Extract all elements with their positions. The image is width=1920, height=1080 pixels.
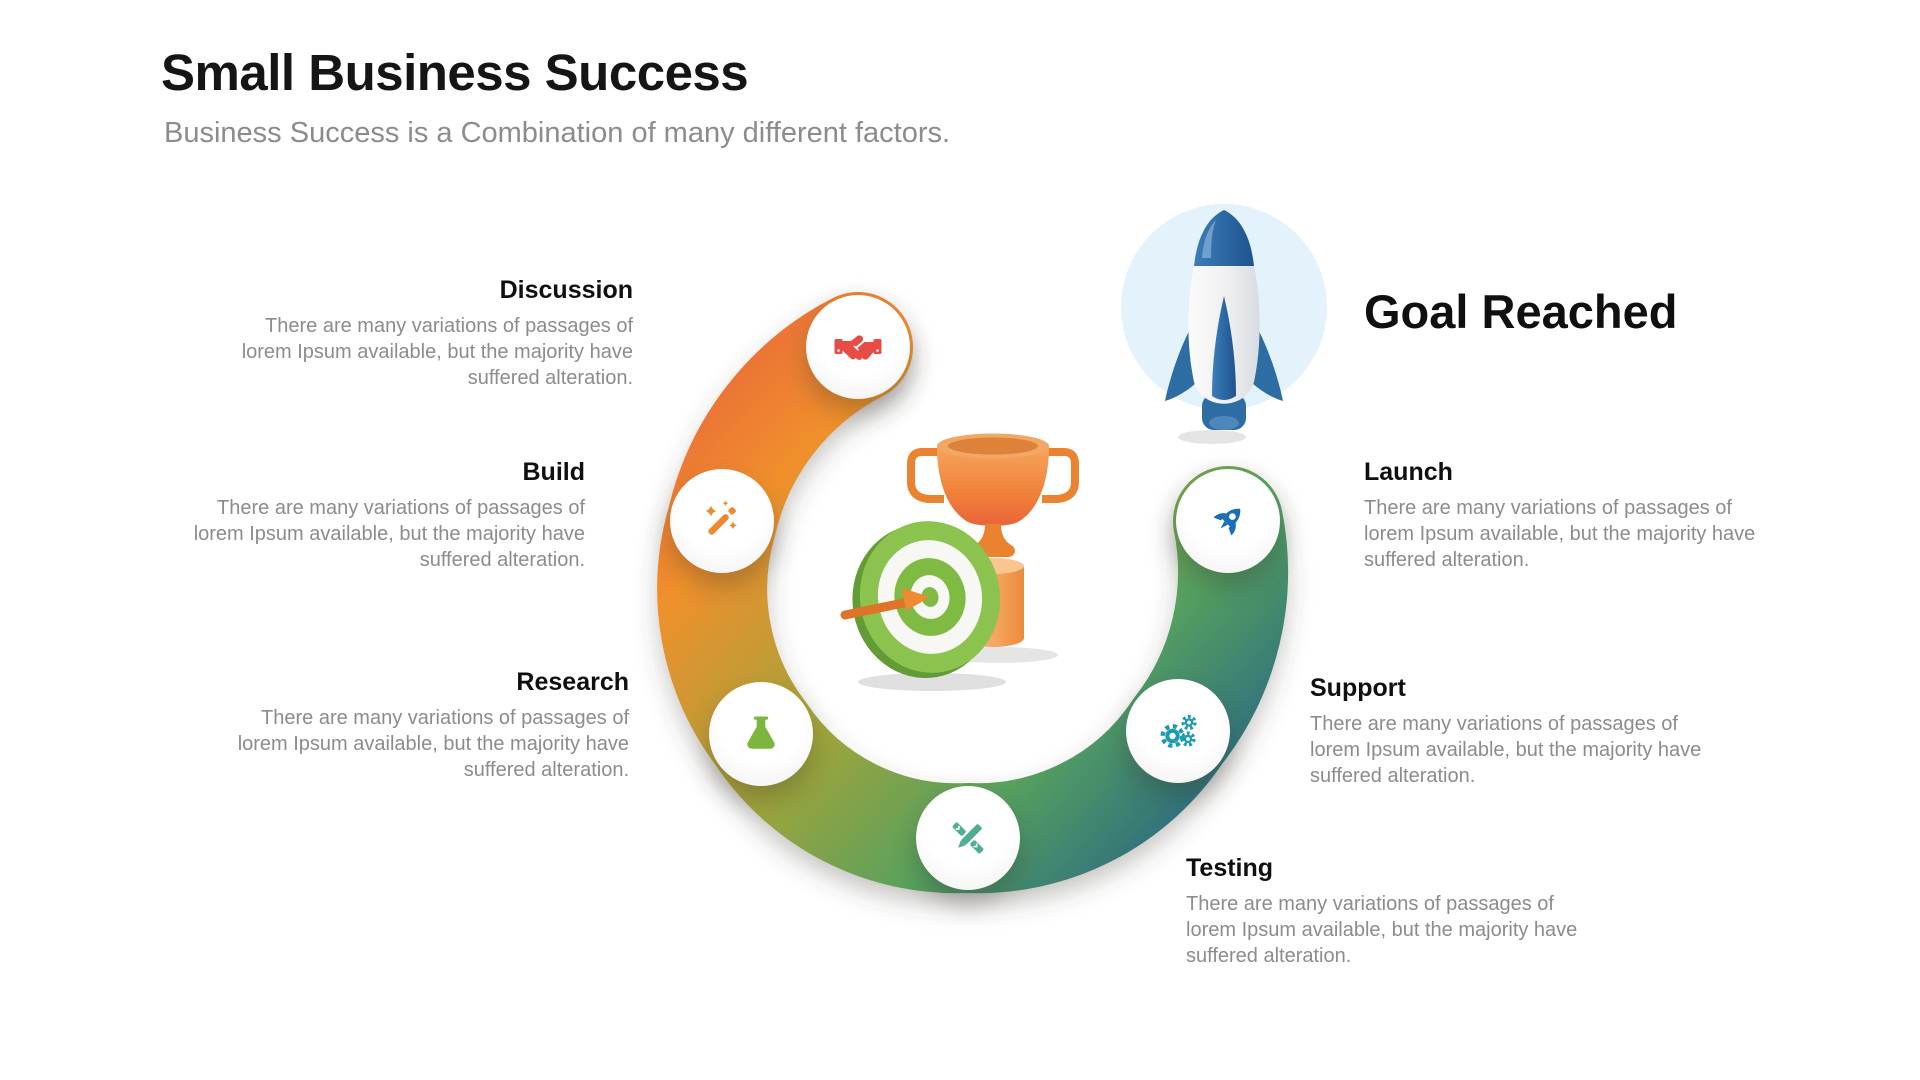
page-title: Small Business Success [161,44,749,101]
step-testing-title: Testing [1186,854,1274,882]
step-discussion-title: Discussion [499,276,633,304]
step-support: Support There are many variations of pas… [1310,674,1720,789]
step-testing: Testing There are many variations of pas… [1186,854,1596,969]
step-build-title: Build [522,458,586,486]
flask-icon [747,716,775,749]
step-support-title: Support [1310,674,1406,702]
rocket-illustration [1121,204,1327,444]
step-research-title: Research [516,668,629,696]
step-discussion-description: There are many variations of passages of… [241,315,633,389]
rocket-icon [1213,508,1241,536]
step-build: Build There are many variations of passa… [175,458,585,573]
node-build [670,469,774,573]
pencil-ruler-icon [952,822,984,854]
step-research: Research There are many variations of pa… [219,668,629,783]
step-build-description: There are many variations of passages of… [193,497,585,571]
gears-icon [1160,714,1197,749]
node-research [709,682,813,786]
trophy-icon [907,433,1079,663]
node-testing [916,786,1020,890]
node-launch [1176,469,1280,573]
page-subtitle: Business Success is a Combination of man… [164,116,951,149]
step-research-description: There are many variations of passages of… [237,707,629,781]
handshake-icon [834,335,882,360]
step-launch-title: Launch [1364,458,1453,486]
step-discussion: Discussion There are many variations of … [223,276,633,391]
node-support [1126,679,1230,783]
step-support-description: There are many variations of passages of… [1310,713,1702,787]
header: Small Business Success Business Success … [161,44,950,152]
magic-wand-icon [705,500,737,535]
goal-label: Goal Reached [1364,285,1678,338]
node-discussion [806,295,910,399]
target-arrow-icon [840,521,1006,691]
step-testing-description: There are many variations of passages of… [1186,893,1578,967]
step-launch: Launch There are many variations of pass… [1364,458,1774,573]
step-launch-description: There are many variations of passages of… [1364,497,1756,571]
